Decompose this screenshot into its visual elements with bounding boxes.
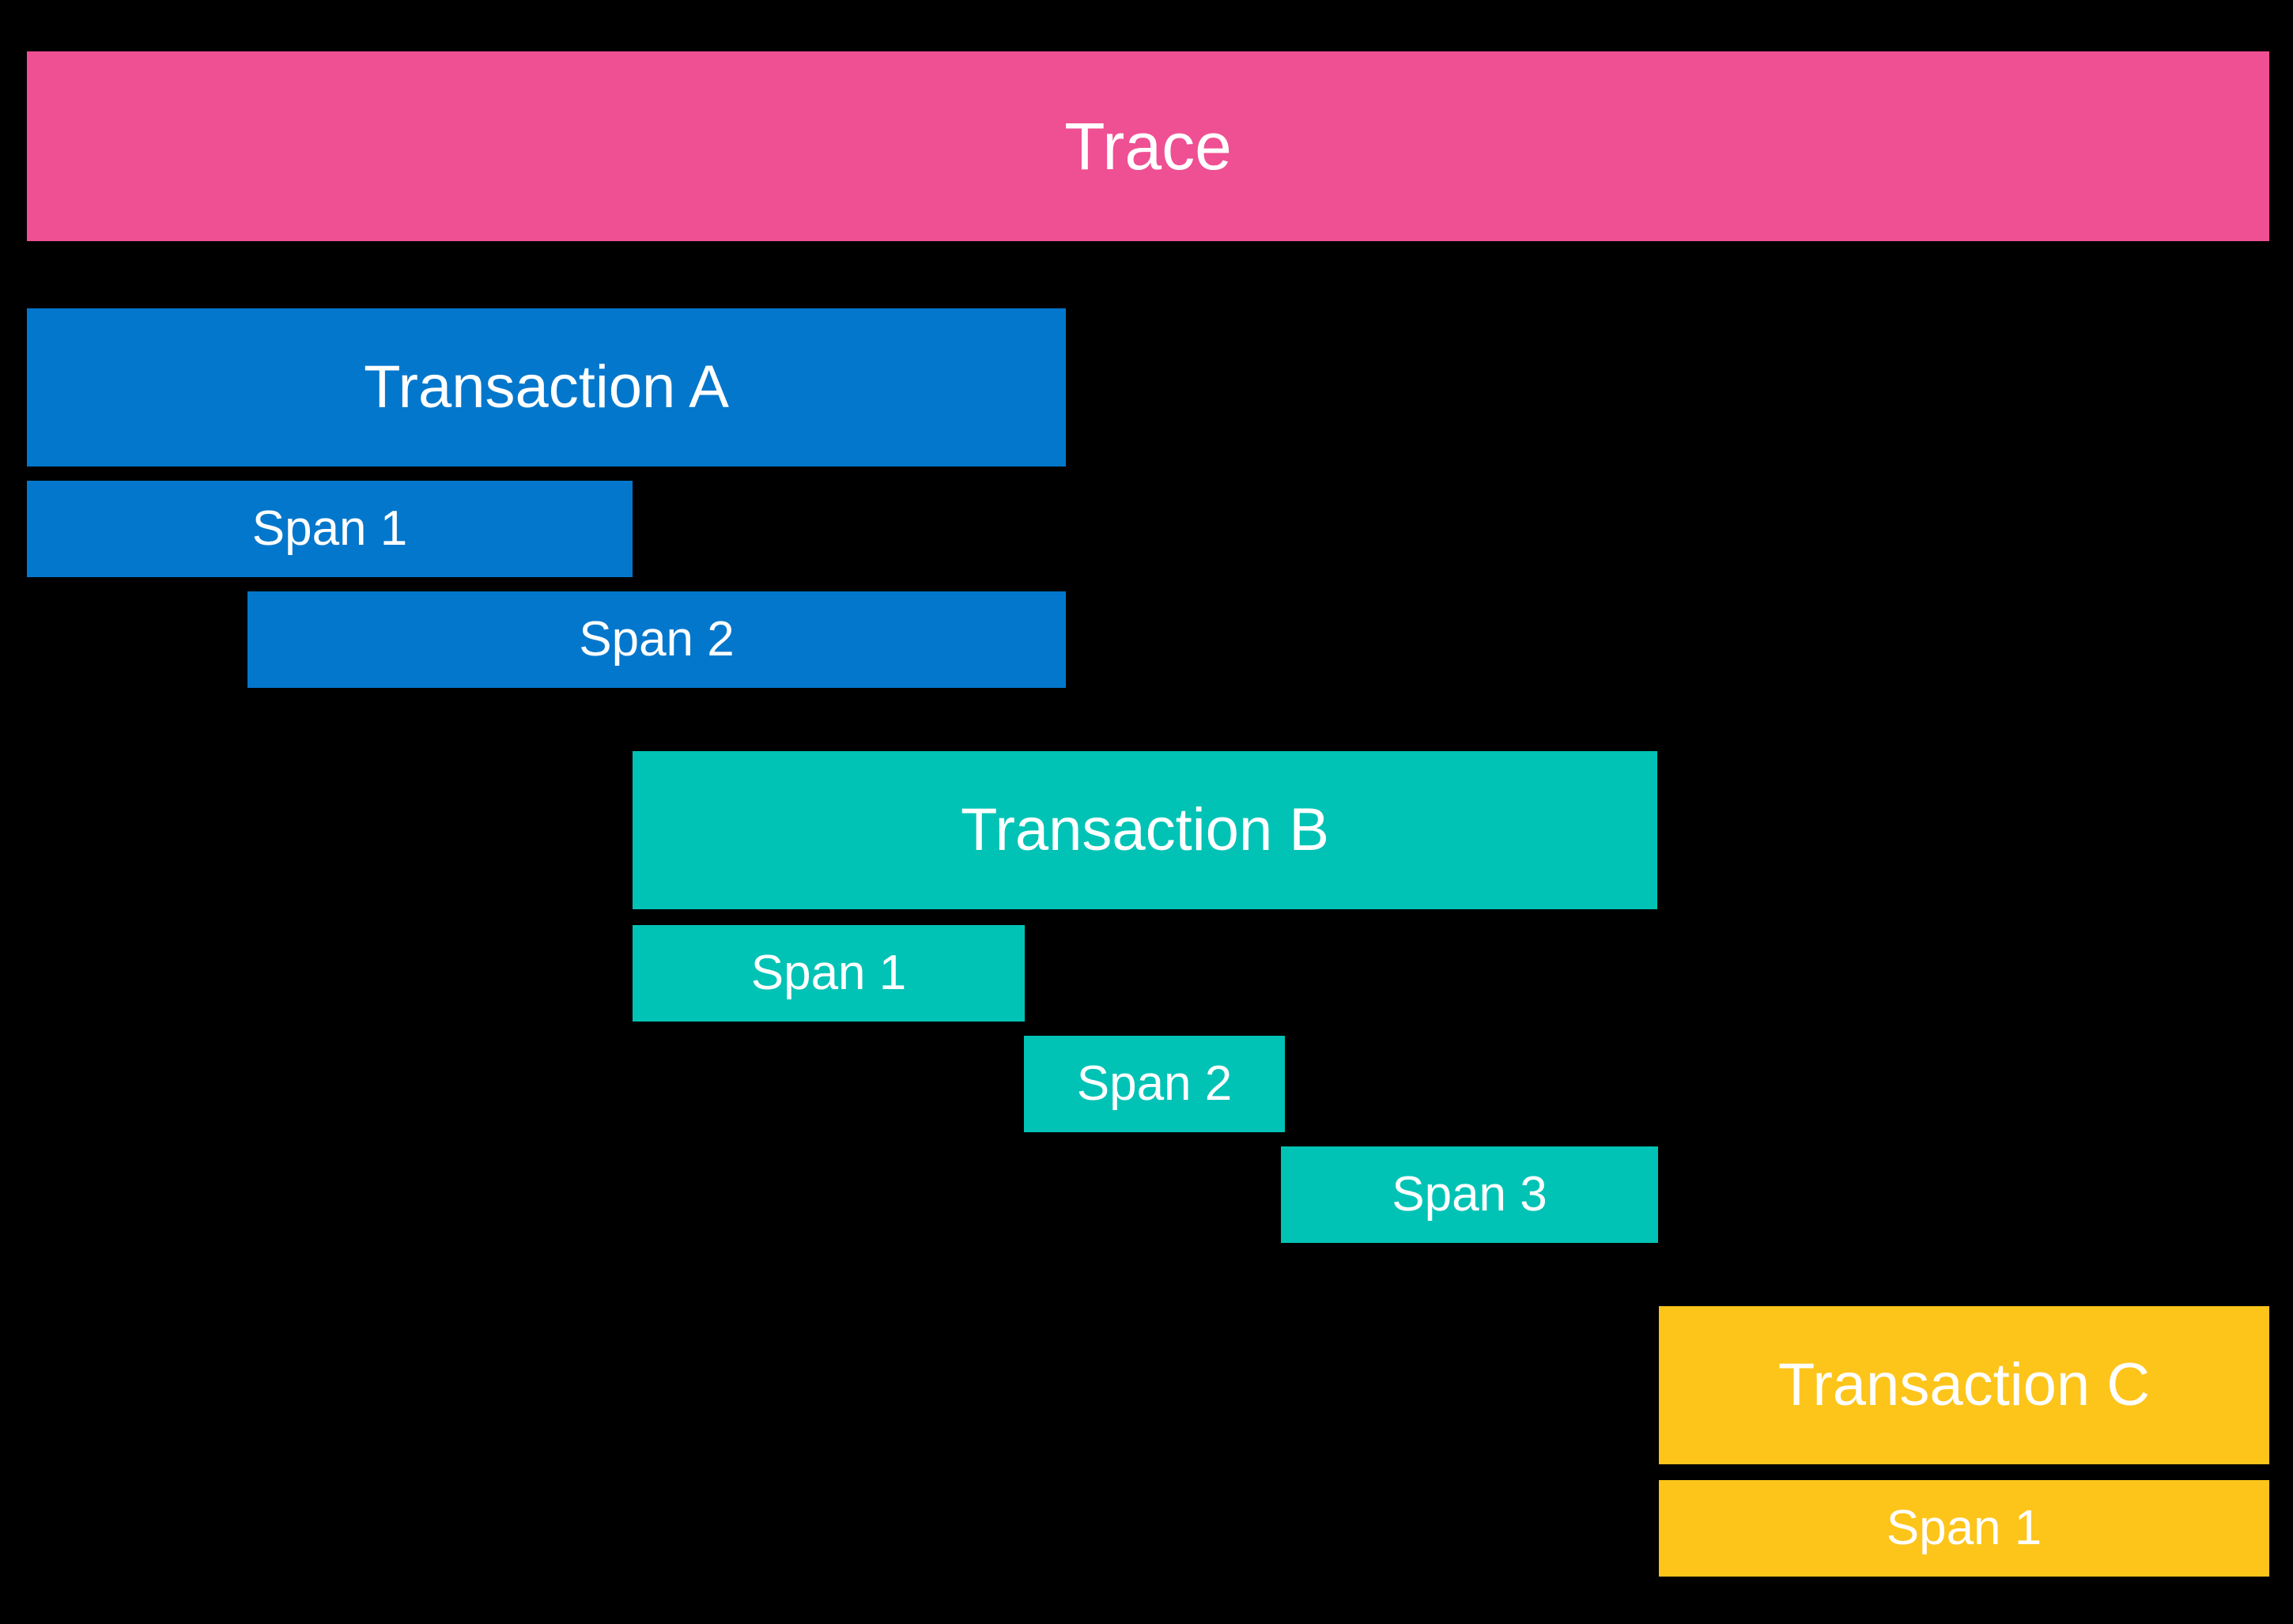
bar-label-transaction-c: Transaction C — [1777, 1351, 2151, 1418]
bar-label-transaction-b-span-2: Span 2 — [1076, 1056, 1233, 1111]
bar-transaction-a-span-2[interactable]: Span 2 — [247, 591, 1066, 688]
bar-label-transaction-a: Transaction A — [364, 353, 729, 421]
bar-transaction-c[interactable]: Transaction C — [1659, 1306, 2269, 1464]
bar-transaction-c-span-1[interactable]: Span 1 — [1659, 1480, 2269, 1577]
bar-transaction-b[interactable]: Transaction B — [633, 751, 1657, 909]
bar-label-transaction-a-span-1: Span 1 — [251, 501, 408, 556]
bar-trace[interactable]: Trace — [27, 51, 2269, 241]
bar-label-trace: Trace — [1064, 109, 1232, 183]
bar-transaction-a[interactable]: Transaction A — [27, 308, 1066, 466]
bar-label-transaction-c-span-1: Span 1 — [1886, 1501, 2042, 1555]
bar-label-transaction-b-span-3: Span 3 — [1392, 1167, 1547, 1222]
bar-transaction-a-span-1[interactable]: Span 1 — [27, 481, 633, 577]
bar-transaction-b-span-1[interactable]: Span 1 — [633, 925, 1025, 1022]
bar-transaction-b-span-2[interactable]: Span 2 — [1024, 1036, 1285, 1132]
bar-transaction-b-span-3[interactable]: Span 3 — [1281, 1146, 1658, 1243]
bar-label-transaction-a-span-2: Span 2 — [579, 612, 735, 667]
bar-label-transaction-b: Transaction B — [960, 796, 1330, 863]
bar-label-transaction-b-span-1: Span 1 — [750, 946, 907, 1000]
